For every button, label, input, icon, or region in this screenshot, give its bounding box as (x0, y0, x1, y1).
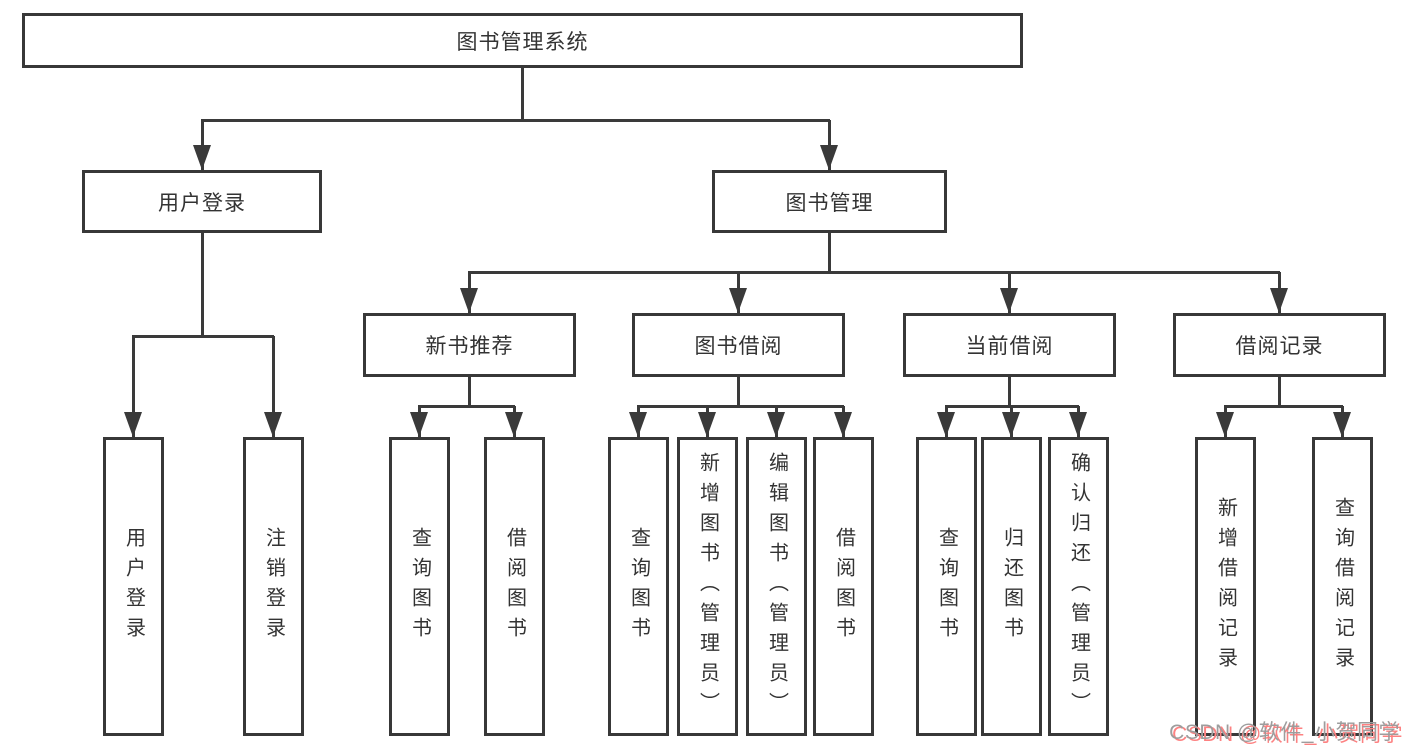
node-book-borrowing: 图书借阅 (632, 313, 845, 377)
node-user-login: 用户登录 (82, 170, 322, 233)
leaf-add-borrow-record: 新增借阅记录 (1195, 437, 1256, 736)
leaf-borrow-books-recommend-label: 借阅图书 (503, 526, 526, 647)
arrow-down-icon (460, 288, 478, 313)
tree-connector-line (1278, 377, 1281, 407)
leaf-query-borrow-record-label: 查询借阅记录 (1331, 496, 1354, 677)
arrow-down-icon (264, 412, 282, 437)
leaf-user-login: 用户登录 (103, 437, 164, 736)
tree-connector-line (468, 377, 471, 407)
arrow-down-icon (1270, 288, 1288, 313)
tree-connector-line (1224, 405, 1343, 408)
leaf-query-books-recommend: 查询图书 (389, 437, 450, 736)
tree-connector-line (737, 377, 740, 407)
tree-connector-line (272, 336, 275, 438)
leaf-query-books-current-label: 查询图书 (935, 526, 958, 647)
arrow-down-icon (124, 412, 142, 437)
leaf-return-books-label: 归还图书 (1000, 526, 1023, 647)
tree-connector-line (945, 405, 1079, 408)
arrow-down-icon (698, 412, 716, 437)
node-root-system: 图书管理系统 (22, 13, 1023, 68)
tree-connector-line (132, 335, 274, 338)
csdn-watermark: CSDN @软件_小贺同学 (1169, 721, 1400, 744)
leaf-borrow-books: 借阅图书 (813, 437, 874, 736)
leaf-borrow-books-label: 借阅图书 (832, 526, 855, 647)
leaf-query-borrow-record: 查询借阅记录 (1312, 437, 1373, 736)
tree-connector-line (1008, 377, 1011, 407)
leaf-add-books-admin: 新增图书（管理员） (677, 437, 738, 736)
arrow-down-icon (410, 412, 428, 437)
arrow-down-icon (505, 412, 523, 437)
tree-connector-line (201, 233, 204, 337)
tree-connector-line (521, 68, 524, 121)
leaf-add-borrow-record-label: 新增借阅记录 (1214, 496, 1237, 677)
node-book-management: 图书管理 (712, 170, 947, 233)
tree-connector-line (132, 336, 135, 438)
arrow-down-icon (193, 145, 211, 170)
leaf-logout-label: 注销登录 (262, 526, 285, 647)
leaf-user-login-label: 用户登录 (122, 526, 145, 647)
node-current-borrowing: 当前借阅 (903, 313, 1116, 377)
leaf-logout: 注销登录 (243, 437, 304, 736)
arrow-down-icon (834, 412, 852, 437)
tree-connector-line (418, 405, 515, 408)
node-book-management-label: 图书管理 (785, 191, 874, 215)
arrow-down-icon (937, 412, 955, 437)
node-borrowing-records: 借阅记录 (1173, 313, 1386, 377)
leaf-return-books: 归还图书 (981, 437, 1042, 736)
leaf-query-books-current: 查询图书 (916, 437, 977, 736)
arrow-down-icon (1002, 412, 1020, 437)
node-borrowing-records-label: 借阅记录 (1235, 335, 1324, 358)
leaf-edit-books-admin: 编辑图书（管理员） (746, 437, 807, 736)
arrow-down-icon (1000, 288, 1018, 313)
arrow-down-icon (820, 145, 838, 170)
leaf-add-books-admin-label: 新增图书（管理员） (696, 451, 719, 722)
leaf-confirm-return-admin-label: 确认归还（管理员） (1067, 451, 1090, 722)
tree-connector-line (637, 405, 844, 408)
node-root-label: 图书管理系统 (456, 30, 589, 54)
leaf-edit-books-admin-label: 编辑图书（管理员） (765, 451, 788, 722)
tree-connector-line (201, 119, 830, 122)
leaf-query-books-borrow-label: 查询图书 (627, 526, 650, 647)
node-book-borrowing-label: 图书借阅 (694, 335, 783, 358)
arrow-down-icon (1216, 412, 1234, 437)
arrow-down-icon (1069, 412, 1087, 437)
node-user-login-label: 用户登录 (158, 191, 246, 215)
leaf-confirm-return-admin: 确认归还（管理员） (1048, 437, 1109, 736)
tree-connector-line (828, 233, 831, 273)
node-current-borrowing-label: 当前借阅 (965, 335, 1054, 358)
node-new-book-recommendation: 新书推荐 (363, 313, 576, 377)
leaf-query-books-recommend-label: 查询图书 (408, 526, 431, 647)
arrow-down-icon (767, 412, 785, 437)
arrow-down-icon (629, 412, 647, 437)
tree-connector-line (468, 271, 1280, 274)
leaf-borrow-books-recommend: 借阅图书 (484, 437, 545, 736)
arrow-down-icon (729, 288, 747, 313)
node-new-book-recommendation-label: 新书推荐 (425, 335, 514, 358)
leaf-query-books-borrow: 查询图书 (608, 437, 669, 736)
arrow-down-icon (1333, 412, 1351, 437)
